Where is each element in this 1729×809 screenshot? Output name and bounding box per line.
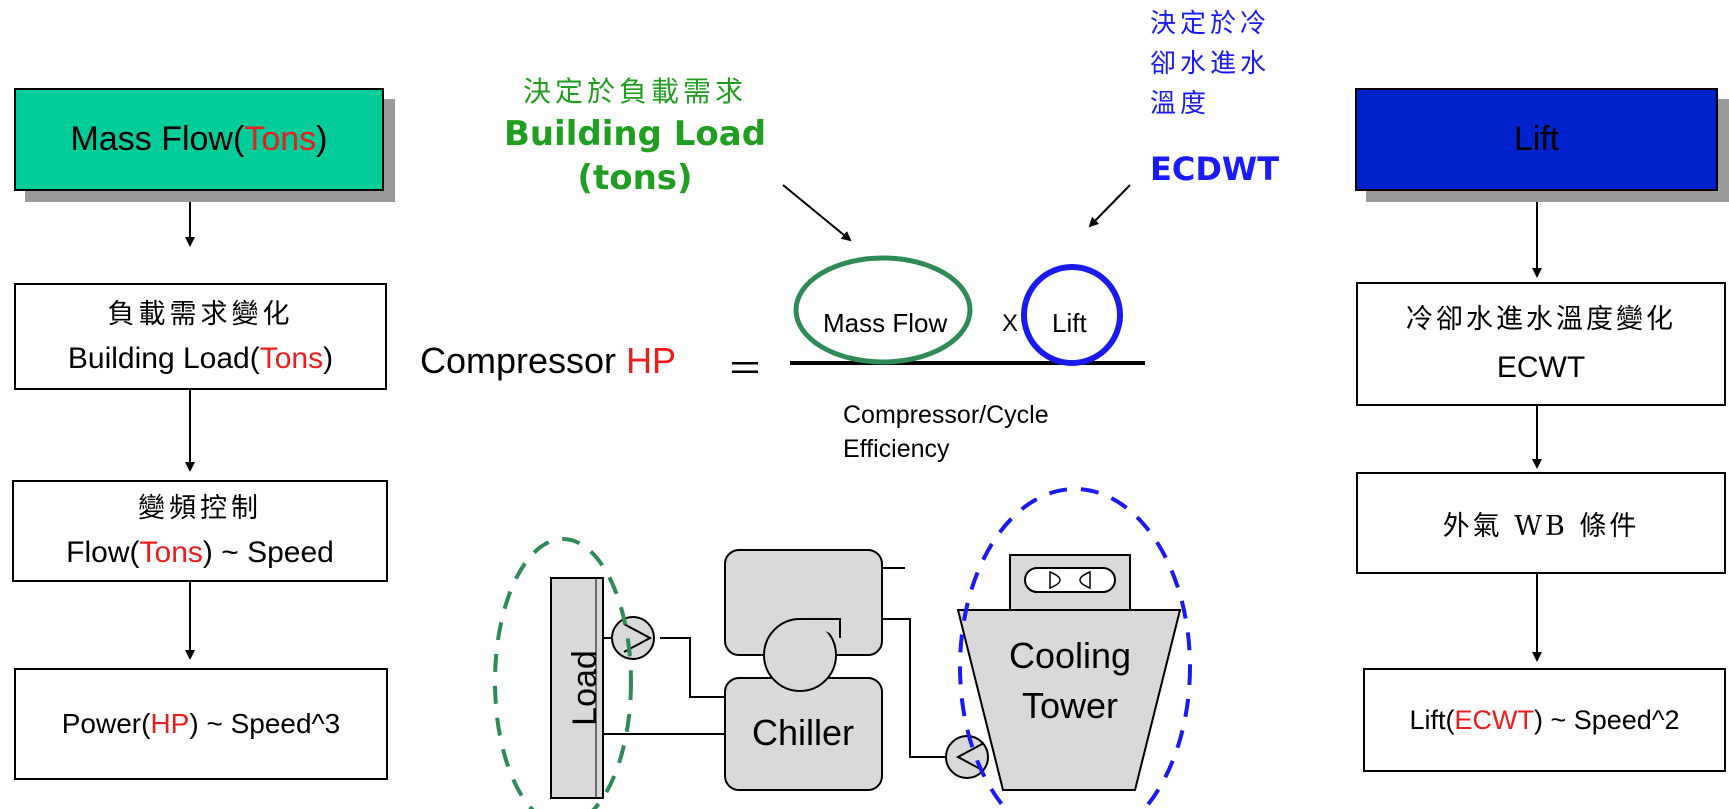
load-label: Load: [566, 650, 604, 726]
load-dashed-ellipse: [493, 537, 633, 809]
mass-flow-unit: Tons: [244, 120, 317, 158]
tower-label-2: Tower: [1022, 685, 1118, 726]
wb-condition-text: 外氣 WB 條件: [1442, 510, 1640, 542]
arrow-lift-annotation: [1088, 184, 1131, 228]
system-schematic: [493, 487, 1192, 809]
formula-lhs: Compressor HP: [420, 340, 677, 381]
lift-ellipse: [1021, 264, 1123, 366]
vfd-control-box: 變頻控制 Flow(Tons) ~ Speed: [12, 480, 388, 582]
formula-times: X: [1002, 310, 1019, 337]
ecwt-box: 冷卻水進水溫度變化 ECWT: [1356, 282, 1726, 406]
formula-equals: ＝: [727, 348, 764, 389]
building-load-cn: 負載需求變化: [107, 298, 294, 330]
formula-lift: Lift: [1052, 308, 1087, 338]
formula-denominator: Compressor/Cycle Efficiency: [843, 401, 1049, 463]
lift-annotation: 決定於冷 卻水進水 溫度 ECDWT: [1150, 9, 1280, 188]
formula-mass-flow: Mass Flow: [823, 308, 948, 338]
wb-condition-box: 外氣 WB 條件: [1356, 472, 1726, 574]
tower-dashed-ellipse: [958, 487, 1192, 809]
building-load-box: 負載需求變化 Building Load(Tons): [14, 283, 387, 390]
lift-box: Lift: [1355, 88, 1718, 191]
ecwt-cn: 冷卻水進水溫度變化: [1406, 304, 1676, 335]
power-speed-box: Power(HP) ~ Speed^3: [14, 668, 388, 780]
tower-label-1: Cooling: [1009, 635, 1131, 676]
mass-flow-box: Mass Flow(Tons): [14, 88, 384, 191]
chiller-label: Chiller: [752, 712, 854, 753]
lift-speed-box: Lift(ECWT) ~ Speed^2: [1363, 668, 1726, 772]
chw-pump-icon: [611, 616, 655, 660]
load-annotation: 決定於負載需求 Building Load (tons): [503, 75, 767, 198]
mass-flow-ellipse: [793, 255, 973, 365]
mass-flow-text: Mass Flow(: [70, 120, 245, 158]
vfd-control-cn: 變頻控制: [138, 493, 262, 524]
lift-box-text: Lift: [1513, 120, 1560, 158]
fan-icon: [1024, 567, 1116, 593]
arrow-load-annotation: [782, 184, 852, 242]
